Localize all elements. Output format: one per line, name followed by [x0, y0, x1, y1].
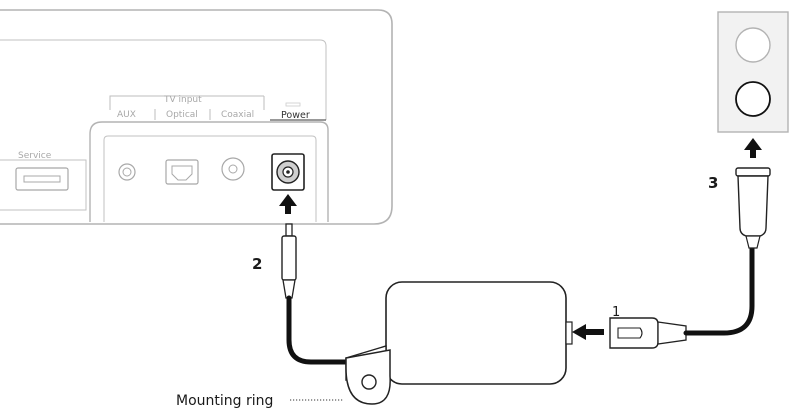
service-usb-slot: [23, 175, 61, 183]
outlet-socket-top: [735, 27, 771, 63]
soundbar-rear-panel: Service TV input AUX Optical Coaxial Pow…: [0, 9, 393, 225]
service-label: Service: [18, 151, 52, 161]
coaxial-label: Coaxial: [221, 110, 254, 120]
arrow-up-icon: [279, 194, 297, 214]
service-usb-port: [15, 167, 69, 191]
ac-cable: [683, 245, 755, 336]
step-1-label: 1: [612, 305, 620, 320]
step-2-dc-plug: 2: [252, 194, 297, 299]
soundbar-inner-panel: [0, 39, 327, 120]
power-port: [271, 153, 305, 191]
wall-plug-body: [737, 175, 769, 237]
tv-input-bracket: [109, 95, 264, 110]
adapter-box: [385, 281, 567, 385]
connector-panel-outer: [89, 121, 329, 222]
optical-port: [165, 159, 199, 185]
power-label: Power: [281, 110, 310, 121]
aux-port: [118, 163, 136, 181]
coaxial-port: [221, 157, 245, 181]
dc-cable: [286, 295, 353, 365]
connector-panel-inner: [103, 135, 317, 222]
arrow-left-icon: [572, 324, 604, 340]
tv-input-label: TV input: [163, 95, 202, 105]
ac-plug-head: [609, 317, 659, 349]
step-1-ac-plug: 1: [572, 245, 755, 349]
step-2-label: 2: [252, 255, 262, 273]
step-3-label: 3: [708, 174, 718, 192]
optical-label: Optical: [166, 110, 198, 120]
arrow-up-icon: [744, 138, 762, 158]
outlet-socket-bottom: [735, 81, 771, 117]
power-indicator-icon: [285, 102, 301, 107]
soundbar-body-outline: [0, 9, 393, 225]
aux-label: AUX: [117, 110, 136, 120]
mounting-ring-callout: Mounting ring: [176, 393, 344, 409]
dc-plug-body: [281, 235, 297, 281]
mounting-ring-hole: [361, 374, 377, 390]
step-3-wall-plug: 3: [708, 11, 789, 249]
mounting-ring-label: Mounting ring: [176, 393, 273, 409]
service-recess: [0, 159, 87, 211]
power-adapter: [286, 281, 573, 405]
